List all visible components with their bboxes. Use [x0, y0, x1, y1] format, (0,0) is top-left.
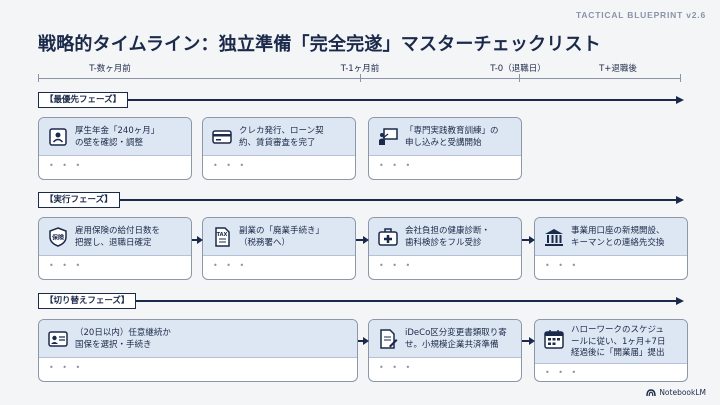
- phase-line: [38, 300, 678, 302]
- credit-card-icon: [211, 126, 233, 148]
- task-card-tax: TAX 副業の「廃業手続き」（税務署へ） • • •: [202, 217, 356, 280]
- pension-handbook-icon: [47, 126, 69, 148]
- card-text: 会社負担の健康診断・歯科検診をフル受診: [405, 226, 491, 248]
- bank-icon: [543, 226, 565, 248]
- calendar-icon: [543, 328, 565, 350]
- timeline-tick: [38, 74, 39, 82]
- ideco-form-icon: [377, 328, 399, 350]
- flow-arrow: [356, 236, 369, 244]
- timeline-label-one-month-before: T-1ヶ月前: [340, 64, 380, 74]
- card-dots: • • •: [213, 161, 248, 170]
- tax-document-icon: TAX: [211, 226, 233, 248]
- timeline-label-retirement-day: T-0（退職日）: [490, 64, 546, 74]
- phase-line: [38, 99, 678, 101]
- timeline-label-months-before: T-数ヶ月前: [89, 64, 131, 74]
- card-dots: • • •: [49, 161, 84, 170]
- phase-label: 【切り替えフェーズ】: [38, 293, 137, 309]
- phase-arrow: [676, 297, 684, 305]
- flow-arrow: [192, 236, 203, 244]
- timeline-label-after-retirement: T+退職後: [599, 64, 637, 74]
- card-text: ハローワークのスケジュールに従い、1ヶ月+7日経過後に「開業届」提出: [571, 325, 666, 358]
- flow-arrow: [522, 236, 535, 244]
- card-dots: • • •: [49, 261, 84, 270]
- card-dots: • • •: [545, 261, 580, 270]
- page-title: 戦略的タイムライン：独立準備「完全完遂」マスターチェックリスト: [38, 34, 601, 55]
- task-card-health-check: 会社負担の健康診断・歯科検診をフル受診 • • •: [368, 217, 522, 280]
- svg-text:保険: 保険: [51, 234, 65, 242]
- phase-label: 【最優先フェーズ】: [38, 92, 129, 108]
- task-card-ideco: iDeCo区分変更書類取り寄せ。小規模企業共済準備 • • •: [368, 319, 522, 382]
- phase-line: [38, 199, 678, 201]
- footer-brand-text: NotebookLM: [659, 388, 706, 397]
- version-label: TACTICAL BLUEPRINT v2.6: [575, 10, 706, 20]
- svg-text:TAX: TAX: [217, 232, 228, 238]
- medical-kit-icon: [377, 226, 399, 248]
- card-text: クレカ発行、ローン契約、賃貸審査を完了: [239, 126, 324, 148]
- timeline-tick: [680, 74, 681, 82]
- card-dots: • • •: [379, 161, 414, 170]
- timeline-tick: [360, 74, 361, 82]
- card-text: 雇用保険の給付日数を把握し、退職日確定: [75, 226, 161, 248]
- card-text: 「専門実践教育訓練」の申し込みと受講開始: [405, 126, 499, 148]
- task-card-pension: 厚生年金「240ヶ月」の壁を確認・調整 • • •: [38, 117, 192, 180]
- training-board-icon: [377, 126, 399, 148]
- card-dots: • • •: [545, 368, 580, 377]
- insurance-shield-icon: 保険: [47, 226, 69, 248]
- card-text: 事業用口座の新規開設、キーマンとの連絡先交換: [571, 226, 665, 248]
- phase-arrow: [676, 196, 684, 204]
- task-card-training: 「専門実践教育訓練」の申し込みと受講開始 • • •: [368, 117, 522, 180]
- card-dots: • • •: [379, 261, 414, 270]
- timeline-axis: [38, 78, 680, 79]
- phase-arrow: [676, 96, 684, 104]
- task-card-insurance-switch: （20日以内）任意継続か国保を選択・手続き • • •: [38, 319, 358, 382]
- id-card-icon: [47, 328, 69, 350]
- task-card-hello-work: ハローワークのスケジュールに従い、1ヶ月+7日経過後に「開業届」提出 • • •: [534, 319, 688, 382]
- task-card-credit: クレカ発行、ローン契約、賃貸審査を完了 • • •: [202, 117, 356, 180]
- notebooklm-logo-icon: [646, 388, 657, 397]
- card-text: 厚生年金「240ヶ月」の壁を確認・調整: [75, 126, 160, 148]
- card-text: （20日以内）任意継続か国保を選択・手続き: [75, 328, 171, 350]
- phase-label: 【実行フェーズ】: [38, 192, 120, 208]
- card-header: [39, 320, 357, 358]
- card-dots: • • •: [49, 363, 84, 372]
- card-text: 副業の「廃業手続き」（税務署へ）: [239, 226, 325, 248]
- timeline-tick: [519, 74, 520, 82]
- card-dots: • • •: [379, 363, 414, 372]
- card-dots: • • •: [213, 261, 248, 270]
- card-text: iDeCo区分変更書類取り寄せ。小規模企業共済準備: [405, 328, 507, 350]
- task-card-unemployment: 保険 雇用保険の給付日数を把握し、退職日確定 • • •: [38, 217, 192, 280]
- flow-arrow: [522, 337, 535, 345]
- footer-brand: NotebookLM: [646, 388, 706, 397]
- task-card-bank: 事業用口座の新規開設、キーマンとの連絡先交換 • • •: [534, 217, 688, 280]
- flow-arrow: [358, 337, 369, 345]
